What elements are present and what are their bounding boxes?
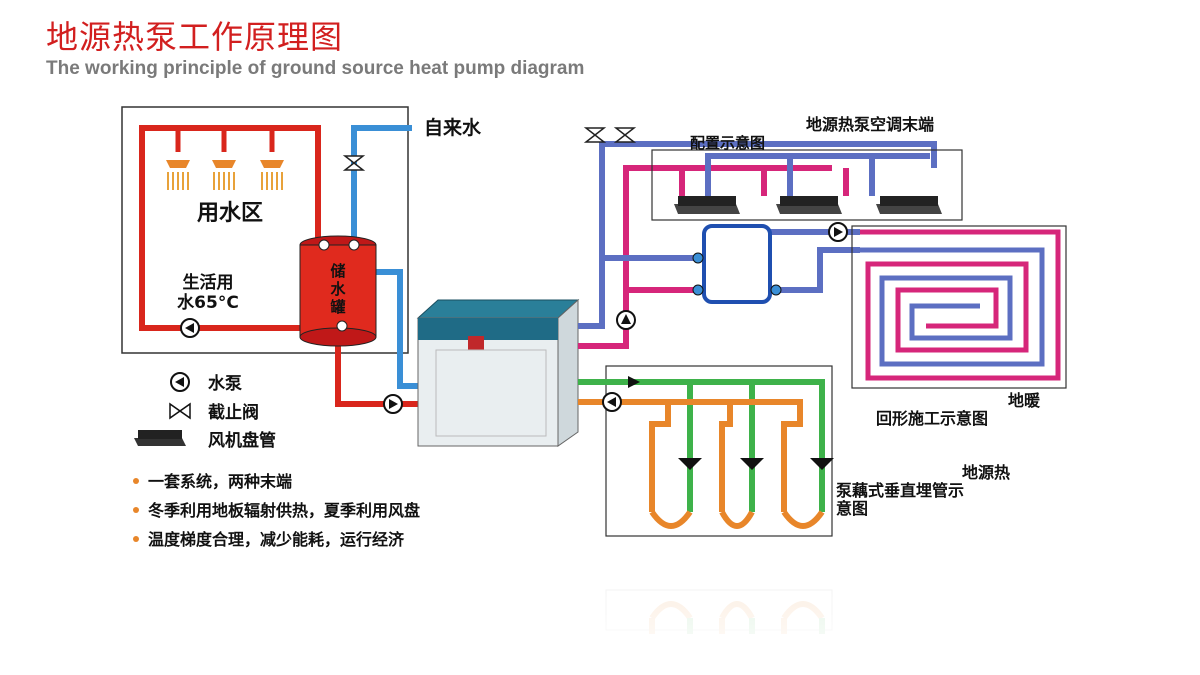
legend-item-fan-coil: 风机盘管 — [134, 430, 276, 451]
ac-terminal-title: 地源热泵空调末端 — [806, 115, 934, 134]
ground-loop-frame — [605, 365, 833, 537]
legend-item-valve: 截止阀 — [169, 402, 259, 423]
bullet-list: 一套系统，两种末端 冬季利用地板辐射供热，夏季利用风盘 温度梯度合理，减少能耗，… — [133, 472, 420, 549]
valve-icon — [613, 127, 637, 143]
legend-label: 风机盘管 — [208, 430, 276, 451]
manifold — [692, 224, 782, 304]
floor-heating-coil-supply — [860, 229, 1061, 381]
storage-tank — [299, 235, 377, 347]
bullet-item: 冬季利用地板辐射供热，夏季利用风盘 — [148, 501, 420, 520]
bullet-item: 一套系统，两种末端 — [148, 472, 292, 491]
pump-icon — [602, 392, 622, 412]
shower-head-icon — [260, 160, 284, 190]
domestic-water-label: 生活用水65°C — [177, 272, 239, 313]
water-use-frame — [121, 106, 409, 354]
floor-heating-title: 地暖 — [1008, 391, 1041, 410]
shower-branches — [175, 128, 275, 152]
tap-water-pipe — [351, 125, 412, 246]
valve-icon — [583, 127, 607, 143]
ac-return-branches — [705, 153, 930, 196]
pump-icon — [616, 310, 636, 330]
floor-heating-subtitle: 回形施工示意图 — [876, 409, 988, 428]
reflection-fade — [0, 560, 1200, 675]
ground-in-pipe — [578, 399, 803, 512]
floor-heating-coil-return — [860, 247, 1045, 367]
bullet-item: 温度梯度合理，减少能耗，运行经济 — [147, 530, 405, 549]
ground-pipe-title: 地源热 泵藕式垂直埋管示 意图 — [835, 463, 1016, 518]
legend-item-pump: 水泵 — [170, 372, 242, 394]
ground-u-bends — [649, 510, 825, 529]
valve-icon — [169, 402, 191, 420]
tap-water-label: 自来水 — [424, 116, 482, 139]
fan-coil-icon — [674, 196, 740, 214]
fan-coil-icon — [134, 438, 186, 446]
legend-label: 截止阀 — [208, 402, 259, 423]
water-use-area-label: 用水区 — [197, 201, 263, 226]
ground-arrows — [628, 376, 834, 470]
floor-heating-frame — [851, 225, 1067, 389]
legend-label: 水泵 — [208, 373, 242, 394]
shower-head-icon — [166, 160, 190, 190]
page-subtitle: The working principle of ground source h… — [46, 58, 585, 79]
ac-terminal-frame — [651, 149, 963, 221]
fan-coil-icon — [776, 196, 842, 214]
ac-terminal-subtitle: 配置示意图 — [690, 134, 765, 152]
ac-branches — [679, 168, 849, 196]
valve-icon — [342, 155, 366, 171]
pump-icon — [383, 394, 403, 414]
pump-icon — [828, 222, 848, 242]
heat-pump-unit — [416, 298, 580, 447]
page-title: 地源热泵工作原理图 — [46, 18, 344, 56]
legend: 水泵 截止阀 风机盘管 — [134, 372, 276, 451]
shower-head-icon — [212, 160, 236, 190]
tank-label: 储水罐 — [329, 262, 346, 316]
pump-icon — [180, 318, 200, 338]
return-pipe-ac — [578, 141, 937, 329]
fan-coil-icon — [876, 196, 942, 214]
tank-to-unit-pipe — [374, 269, 420, 389]
